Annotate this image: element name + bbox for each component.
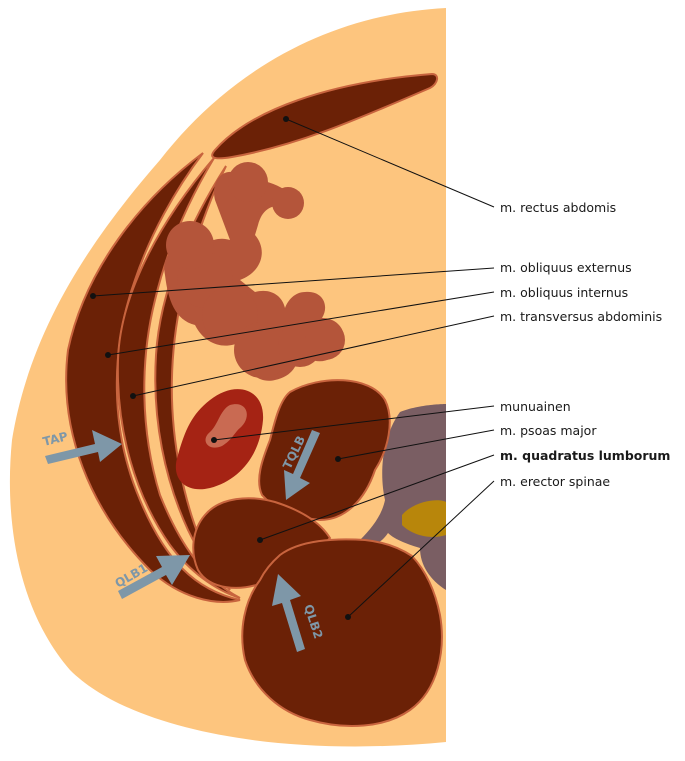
label-transversus-abdominis: m. transversus abdominis — [500, 309, 662, 324]
label-obliquus-internus: m. obliquus internus — [500, 285, 628, 300]
label-rectus-abdomis: m. rectus abdomis — [500, 200, 616, 215]
label-munuainen: munuainen — [500, 399, 571, 414]
label-psoas-major: m. psoas major — [500, 423, 597, 438]
label-quadratus-lumborum: m. quadratus lumborum — [500, 448, 670, 463]
erector-spinae-muscle — [242, 539, 442, 726]
label-obliquus-externus: m. obliquus externus — [500, 260, 632, 275]
labels: m. rectus abdomis m. obliquus externus m… — [500, 200, 670, 489]
label-erector-spinae: m. erector spinae — [500, 474, 610, 489]
